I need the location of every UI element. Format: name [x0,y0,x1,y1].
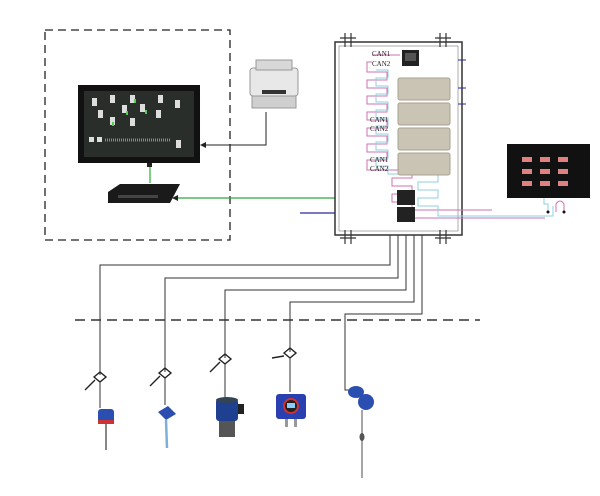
can2-label: CAN2 [370,125,389,133]
arrow-icon [172,195,178,201]
hmi-monitor [78,85,200,183]
control-room-boundary [44,29,231,241]
can2-label: CAN2 [370,165,389,173]
ultrasonic-level-transmitter [216,397,244,437]
temperature-transmitter-angled [158,406,176,449]
radar-level-rod [348,386,374,478]
display-panel [507,144,590,214]
printer-cable [205,112,267,146]
network-switch [108,184,180,203]
can1-label: CAN1 [372,50,391,58]
gas-detector [276,394,306,427]
field-cables [99,235,423,391]
temperature-transmitter [98,409,114,450]
arrow-icon [200,142,206,148]
valve-icon [84,347,298,391]
can2-label: CAN2 [372,60,391,68]
can1-label: CAN1 [370,156,389,164]
can1-label: CAN1 [370,116,389,124]
printer [249,59,299,109]
control-box: CAN1 CAN2 CAN1 CAN2 CAN1 CAN2 [334,33,554,244]
